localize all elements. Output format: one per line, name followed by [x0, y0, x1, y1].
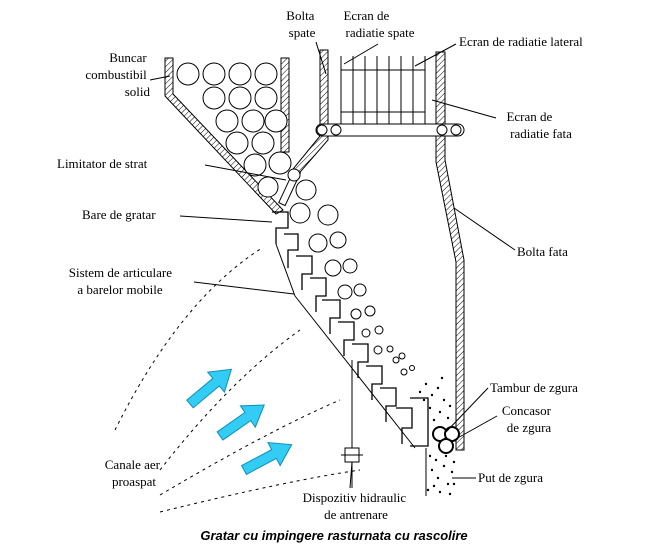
leader-lines [149, 41, 516, 489]
label-put: Put de zgura [478, 470, 543, 485]
slag-crusher [432, 426, 460, 454]
fresh-air-arrows [186, 368, 293, 476]
label-sistem: Sistem de articulare a barelor mobile [69, 265, 176, 297]
label-ecran-spate: Ecran de radiatie spate [343, 8, 414, 40]
header-pipe [315, 123, 465, 137]
bunker-right-wall [280, 57, 290, 153]
label-ecran-lateral: Ecran de radiatie lateral [459, 34, 583, 49]
label-bolta-spate: Bolta spate [286, 8, 317, 40]
label-ecran-fata: Ecran de radiatie fata [506, 109, 572, 141]
label-tambur: Tambur de zgura [490, 380, 578, 395]
air-arrow-1 [186, 368, 233, 409]
articulation-line [294, 295, 416, 449]
figure-caption: Gratar cu impingere rasturnata cu rascol… [200, 528, 467, 543]
grate-bars [272, 211, 429, 447]
label-bare: Bare de gratar [82, 207, 156, 222]
label-concasor: Concasor de zgura [502, 403, 554, 435]
label-canale: Canale aer proaspat [105, 457, 163, 489]
label-buncar: Buncar combustibil solid [85, 50, 150, 99]
label-bolta-fata: Bolta fata [517, 244, 568, 259]
label-dispozitiv: Dispozitiv hidraulic de antrenare [303, 490, 410, 522]
fuel-lumps [176, 62, 415, 376]
limiter-pivot [287, 168, 301, 182]
front-arch [435, 51, 465, 451]
label-limitator: Limitator de strat [57, 156, 148, 171]
hydraulic-device [341, 360, 363, 488]
rear-radiation-screen [340, 56, 426, 126]
slag-pit [418, 376, 456, 496]
bunker-wall [164, 57, 284, 215]
air-arrow-3 [240, 441, 293, 476]
rear-arch [288, 49, 329, 179]
air-channels [114, 247, 361, 513]
air-arrow-2 [216, 404, 265, 441]
